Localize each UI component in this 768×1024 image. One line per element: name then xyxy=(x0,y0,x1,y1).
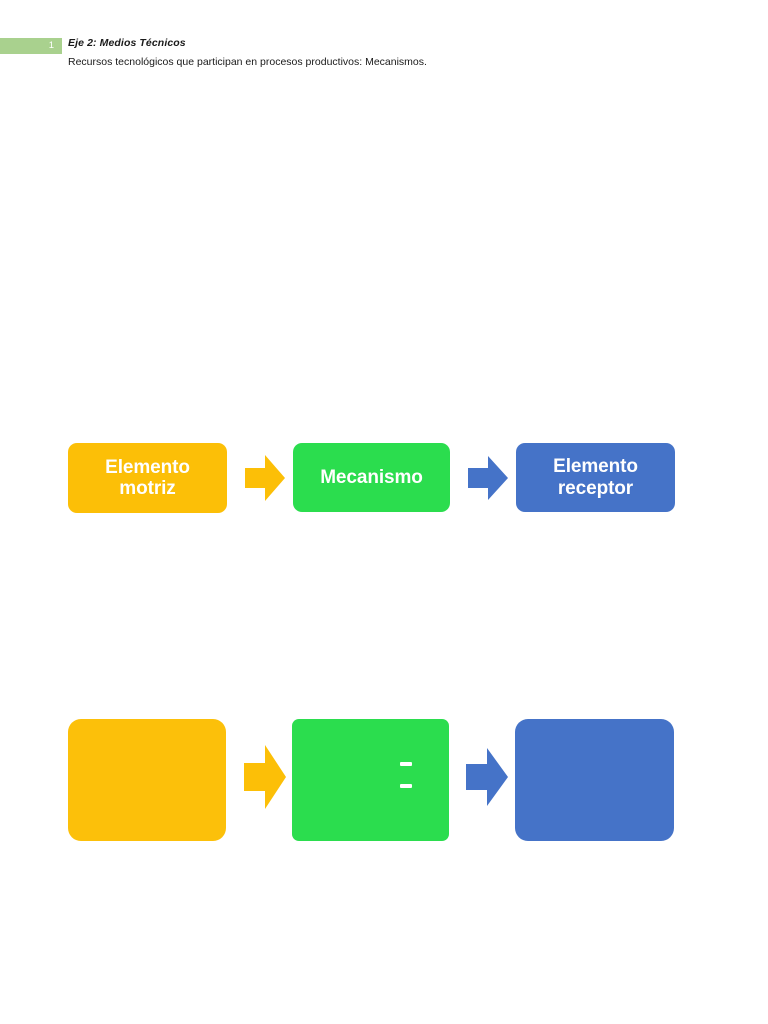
flow-box-elemento-receptor-blank xyxy=(515,719,674,841)
header-text-block: Eje 2: Medios Técnicos Recursos tecnológ… xyxy=(68,36,708,71)
residual-dash-marks xyxy=(400,756,424,796)
flow-diagram-labeled: Elemento motriz Mecanismo Elemento recep… xyxy=(0,443,768,513)
page-subtitle: Recursos tecnológicos que participan en … xyxy=(68,56,427,68)
right-arrow-icon xyxy=(244,745,286,809)
flow-box-mecanismo-label: Mecanismo xyxy=(320,466,423,488)
page-title: Eje 2: Medios Técnicos xyxy=(68,37,186,49)
slide-header: 1 Eje 2: Medios Técnicos Recursos tecnol… xyxy=(0,36,768,76)
flow-box-elemento-receptor: Elemento receptor xyxy=(516,443,675,512)
flow-box-elemento-motriz-line2: motriz xyxy=(119,478,176,499)
flow-box-elemento-motriz-label: Elemento motriz xyxy=(105,457,190,500)
slide-number-badge: 1 xyxy=(0,38,62,54)
dash-glyph-icon xyxy=(400,762,412,766)
flow-box-elemento-motriz-line1: Elemento xyxy=(105,456,190,478)
flow-box-mecanismo-blank xyxy=(292,719,449,841)
right-arrow-icon xyxy=(468,456,508,500)
flow-box-elemento-receptor-line1: Elemento xyxy=(553,456,638,478)
dash-glyph-icon xyxy=(400,784,412,788)
flow-box-mecanismo: Mecanismo xyxy=(293,443,450,512)
flow-box-elemento-receptor-line2: receptor xyxy=(557,477,634,499)
flow-diagram-blank xyxy=(0,719,768,841)
flow-box-elemento-motriz-blank xyxy=(68,719,226,841)
right-arrow-icon xyxy=(245,455,285,501)
flow-box-elemento-motriz: Elemento motriz xyxy=(68,443,227,513)
right-arrow-icon xyxy=(466,748,508,806)
flow-box-elemento-receptor-label: Elemento receptor xyxy=(553,456,638,499)
